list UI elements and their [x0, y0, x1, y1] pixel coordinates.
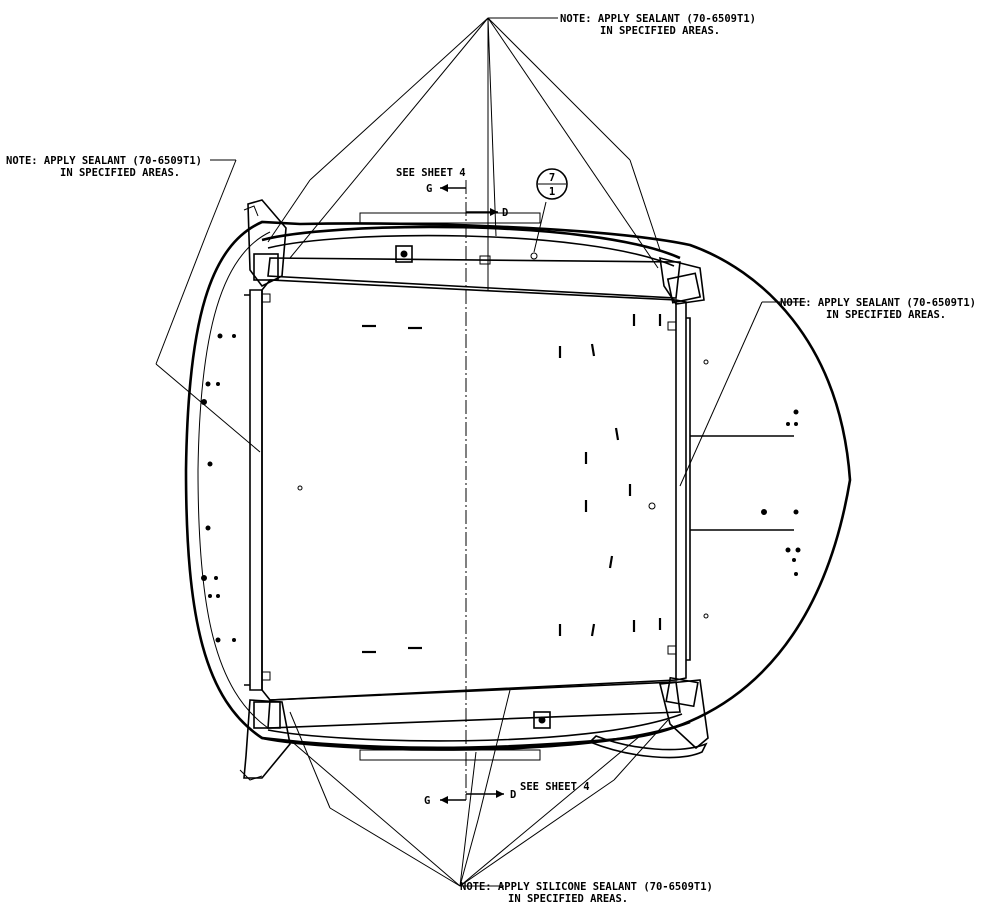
small-holes — [297, 252, 709, 619]
panel-slot-marks — [362, 314, 662, 654]
bottom-bracket-rect — [359, 749, 541, 761]
balloon-top-text: 7 — [549, 172, 555, 184]
top-rail-inner — [267, 234, 675, 267]
bottom-section-d: D — [510, 789, 516, 801]
bottom-note-line2: IN SPECIFIED AREAS. — [508, 893, 628, 905]
top-section-d: D — [502, 207, 508, 219]
section-arrow-bottom — [440, 790, 504, 804]
fastener-dots-right — [761, 409, 801, 576]
left-frame-bar — [244, 289, 263, 691]
lower-left-fitting — [261, 293, 271, 303]
fastener-dots-left — [201, 333, 236, 643]
corner-bracket-bottom-left — [239, 699, 291, 781]
main-panel — [261, 279, 677, 701]
top-tab — [479, 255, 491, 265]
bottom-rail-outer — [261, 720, 691, 751]
top-bracket-rect — [359, 212, 541, 224]
bottom-square-fitting-hole — [538, 716, 546, 724]
outer-hull-inner-line — [197, 231, 271, 729]
balloon-bottom-text: 1 — [549, 186, 555, 198]
top-note-line2: IN SPECIFIED AREAS. — [600, 25, 720, 37]
bottom-section-g: G — [424, 795, 430, 807]
top-rail-plate — [267, 257, 681, 299]
top-see-sheet: SEE SHEET 4 — [396, 167, 466, 179]
top-square-fitting — [395, 245, 413, 263]
corner-bracket-top-left — [243, 199, 287, 288]
bottom-rail-inner — [267, 713, 683, 742]
top-note-line1: NOTE: APPLY SEALANT (70-6509T1) — [560, 13, 756, 25]
leader-lines-bottom-note — [289, 689, 669, 887]
top-square-fitting-hole — [400, 250, 408, 258]
corner-bracket-top-right — [659, 256, 705, 305]
right-frame-bar — [675, 299, 691, 681]
bottom-handle — [588, 735, 708, 759]
corner-bracket-bottom-right — [658, 676, 709, 750]
outer-hull-outline — [184, 220, 852, 750]
item-balloon: 7 1 — [536, 168, 568, 200]
leader-lines-left-note — [155, 159, 261, 453]
bottom-left-fitting — [261, 671, 271, 681]
leader-lines-top-note — [267, 17, 661, 290]
bottom-rail-plate — [267, 681, 681, 729]
bottom-see-sheet: SEE SHEET 4 — [520, 781, 590, 793]
section-arrow-top — [440, 184, 498, 216]
bottom-note-line1: NOTE: APPLY SILICONE SEALANT (70-6509T1) — [460, 881, 713, 893]
bottom-right-fitting — [667, 645, 677, 655]
top-rail-outer — [261, 225, 681, 260]
lower-right-fitting — [667, 321, 677, 331]
right-note-line2: IN SPECIFIED AREAS. — [826, 309, 946, 321]
top-section-g: G — [426, 183, 432, 195]
leader-lines-right-note — [679, 301, 806, 487]
left-note-line2: IN SPECIFIED AREAS. — [60, 167, 180, 179]
balloon-leader — [533, 201, 547, 253]
bottom-square-fitting — [533, 711, 551, 729]
left-note-line1: NOTE: APPLY SEALANT (70-6509T1) — [6, 155, 202, 167]
right-note-line1: NOTE: APPLY SEALANT (70-6509T1) — [780, 297, 976, 309]
